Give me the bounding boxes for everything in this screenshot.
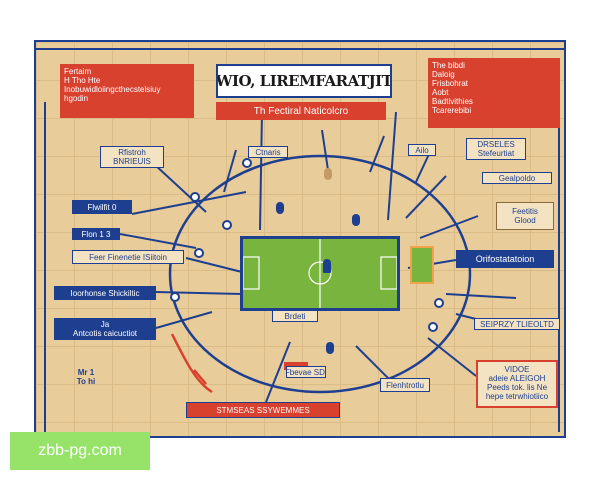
label-left-7: Mr 1 To hi — [76, 368, 96, 386]
diagram-subtitle: Th Fectiral Naticolcro — [216, 102, 386, 120]
notes-right-line-4: Aobt — [432, 88, 449, 97]
player-icon — [352, 214, 360, 226]
label-top-1: Ctnaris — [248, 146, 288, 158]
notes-left-line-4: hgodin — [64, 94, 89, 103]
frame-top-line — [36, 48, 564, 50]
ball-icon — [428, 322, 438, 332]
ball-icon — [170, 292, 180, 302]
ball-icon — [194, 248, 204, 258]
frame-right-line — [558, 102, 560, 432]
connector-lines — [119, 111, 517, 403]
label-bottom-2: Fbevae SDI — [286, 366, 326, 378]
notes-left-line-1: Fertaim — [64, 67, 92, 76]
label-right-1: DRSELES Stefeurtiat — [466, 138, 526, 160]
label-left-3: Flon 1 3 — [72, 228, 120, 240]
mini-pitch — [410, 246, 434, 284]
notes-right-line-1: The bibdi — [432, 61, 465, 70]
label-right-4: Orifostatatoion — [456, 250, 554, 268]
label-bottom-3: STMSEAS SSYWEMMES — [186, 402, 340, 418]
label-left-1: Rfistroh BNRIEUIS — [100, 146, 164, 168]
ball-icon — [434, 298, 444, 308]
football-pitch — [240, 236, 400, 311]
label-left-4: Feer Finenetie ISiitoin — [72, 250, 184, 264]
frame-left-line — [44, 102, 46, 432]
label-right-2: Gealpoldo — [482, 172, 552, 184]
player-icon — [324, 168, 332, 180]
tactics-board: WIO, LIREMFARATJIT Th Fectiral Naticolcr… — [34, 40, 566, 438]
ball-icon — [222, 220, 232, 230]
pitch-markings — [243, 239, 397, 308]
player-icon — [323, 259, 331, 273]
ball-icon — [190, 192, 200, 202]
player-icon — [326, 342, 334, 354]
label-left-5: Ioorhonse Shickiltic — [54, 286, 156, 300]
notes-right-line-6: Tcarerebibi — [432, 106, 472, 115]
notes-panel-bottom-right: VIDOE adeie ALEIGOH Peeds tok. lis Ne he… — [476, 360, 558, 408]
label-left-6: Ja Antcotis caicuctiot — [54, 318, 156, 340]
label-bottom-1: Flenhtrotlu — [380, 378, 430, 392]
watermark: zbb-pg.com — [10, 432, 150, 470]
notes-panel-left: Fertaim H Tho Hte Inobuwidloiingcthecste… — [60, 64, 194, 118]
ball-icon — [242, 158, 252, 168]
notes-panel-right: The bibdi Daloig Frisbohrat Aobt Badtivi… — [428, 58, 560, 128]
notes-right-line-2: Daloig — [432, 70, 455, 79]
label-mid: Brdeti — [272, 310, 318, 322]
label-left-2: Flwilfit 0 — [72, 200, 132, 214]
player-icon — [276, 202, 284, 214]
label-right-5: SEIPRZY TLIEOLTD — [474, 318, 560, 330]
notes-left-line-3: Inobuwidloiingcthecstelsiuy — [64, 85, 161, 94]
notes-left-line-2: H Tho Hte — [64, 76, 101, 85]
label-top-2: Ailo — [408, 144, 436, 156]
notes-right-line-5: Badtivithies — [432, 97, 473, 106]
notes-right-line-3: Frisbohrat — [432, 79, 469, 88]
diagram-title: WIO, LIREMFARATJIT — [216, 64, 392, 98]
label-right-3: Feetitis Glood — [496, 202, 554, 230]
